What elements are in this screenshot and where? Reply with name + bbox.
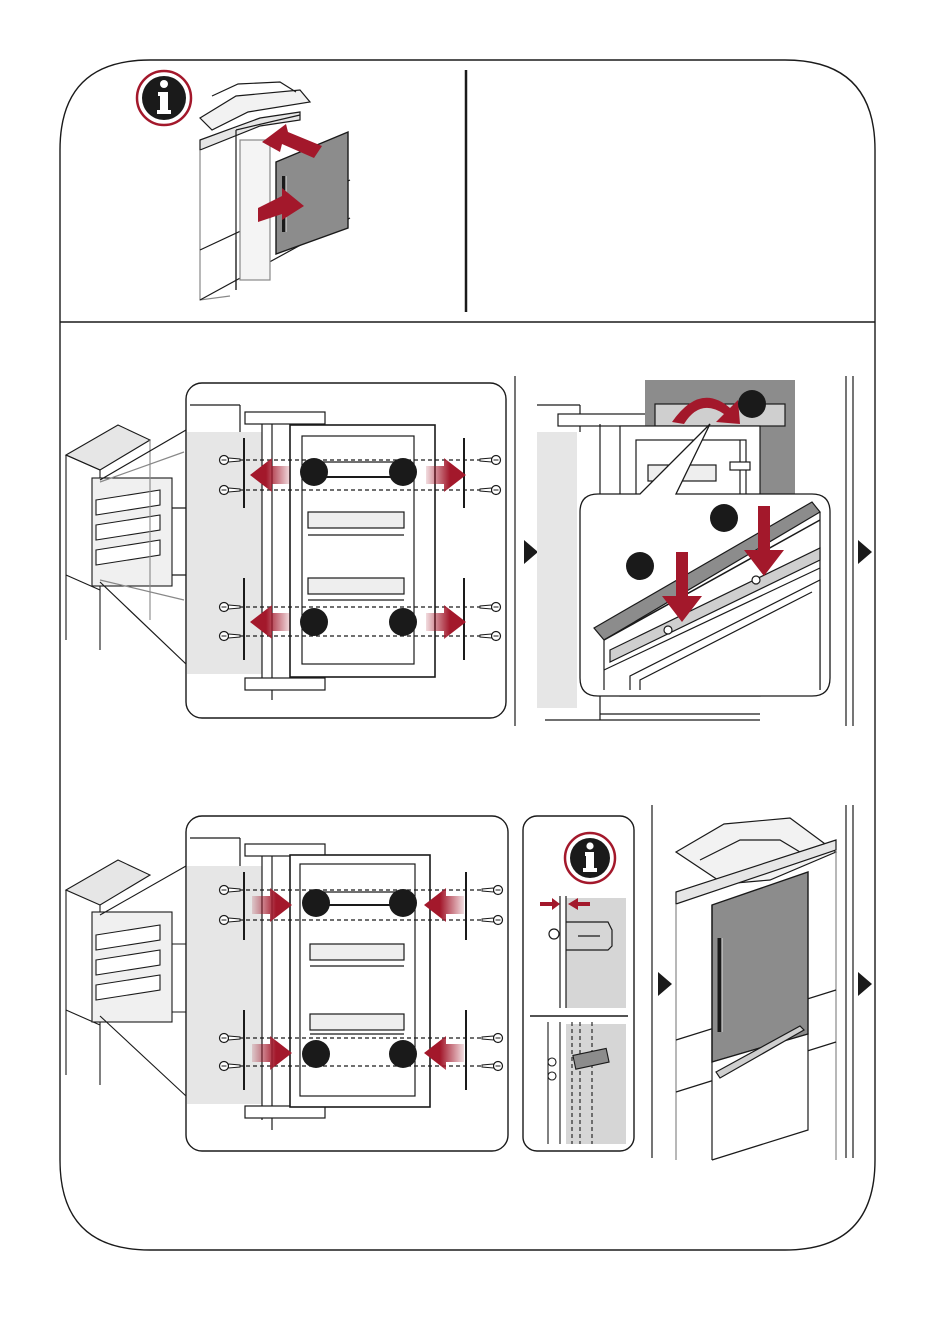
appliance-finished-view — [676, 818, 836, 1160]
appliance-open-door-left — [66, 425, 172, 650]
appliance-open-door-bottom — [66, 860, 186, 1096]
next-arrow-icon — [858, 972, 872, 996]
hinge-detail-panel-mid — [186, 383, 506, 718]
info-icon — [137, 71, 191, 125]
hinge-detail-panel-bottom — [186, 816, 508, 1151]
next-arrow-icon — [658, 972, 672, 996]
info-icon — [565, 833, 615, 883]
appliance-front-view — [200, 82, 350, 300]
next-arrow-icon — [524, 540, 538, 564]
step-badge-rotate — [738, 390, 766, 418]
gap-info-panel — [523, 816, 634, 1151]
next-arrow-icon — [858, 540, 872, 564]
